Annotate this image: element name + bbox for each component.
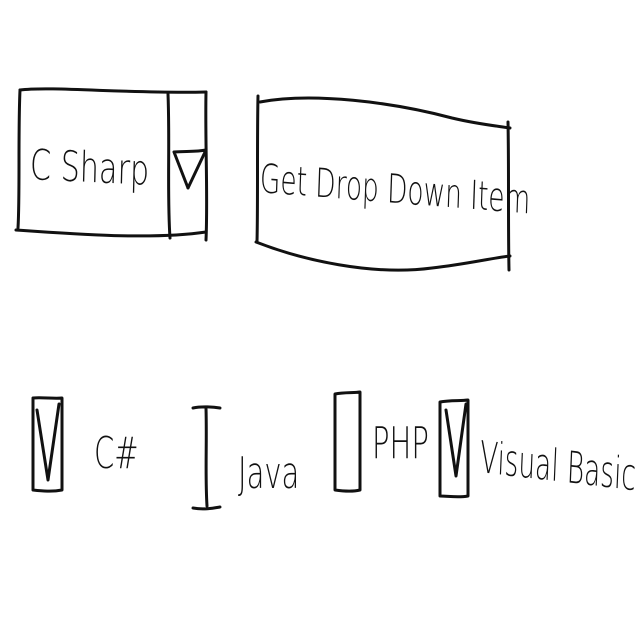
checkbox-visual-basic[interactable] [436,392,472,502]
checked-icon [31,396,64,493]
checkbox-label-java: Java [238,448,300,499]
checkbox-label-php: PHP [372,418,429,469]
unchecked-icon [191,405,222,511]
checkbox-java[interactable] [190,404,226,514]
checkbox-csharp[interactable] [30,392,66,502]
get-dropdown-item-button[interactable]: Get Drop Down Item [252,92,531,276]
checked-icon [438,398,470,499]
checkbox-label-csharp: C# [94,428,139,479]
language-dropdown[interactable]: C Sharp [12,84,210,242]
dropdown-selected-value: C Sharp [29,140,150,195]
triangle-down-icon[interactable] [170,144,210,194]
unchecked-icon [333,390,362,493]
checkbox-label-visual-basic: Visual Basic [478,432,637,502]
dropdown-frame [14,87,209,242]
checkbox-php[interactable] [332,388,368,498]
button-frame [254,94,512,272]
